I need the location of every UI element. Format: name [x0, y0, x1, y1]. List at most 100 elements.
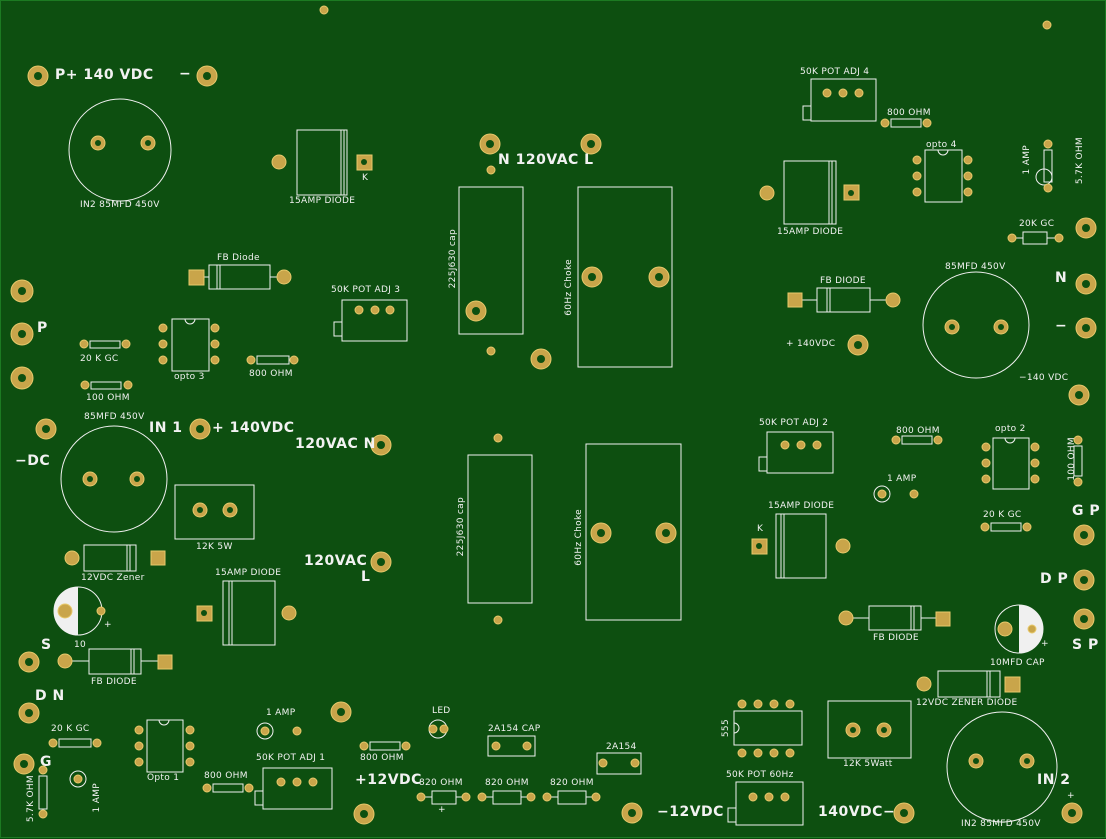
- label-in1: IN 1: [149, 420, 183, 436]
- label-120vac-l-a: 120VAC: [304, 553, 368, 569]
- label-pot-adj3: 50K POT ADJ 3: [331, 285, 401, 295]
- label-800ohm-r: 800 OHM: [887, 108, 931, 118]
- label-pot-adj4: 50K POT ADJ 4: [800, 67, 870, 77]
- label-820ohm-1: 820 OHM: [419, 778, 463, 788]
- choke-top-outline: [577, 186, 673, 368]
- label-pot-adj1: 50K POT ADJ 1: [256, 753, 326, 763]
- label-800ohm-b2: 800 OHM: [360, 753, 404, 763]
- label-15a-diode-1: 15AMP DIODE: [289, 196, 356, 206]
- cap-2a154-outline: [487, 735, 536, 757]
- label-led: LED: [432, 706, 451, 716]
- label-dp: D P: [1040, 571, 1069, 587]
- label-n120-top: N 120VAC L: [498, 152, 594, 168]
- label-85mfd-l: 85MFD 450V: [84, 412, 145, 422]
- opto2-outline: [992, 437, 1030, 490]
- label-10: 10: [74, 640, 87, 650]
- label-plus-c10r: +: [1041, 639, 1049, 649]
- label-cap225-bottom: 225J630 cap: [456, 497, 466, 557]
- fb-diode-tr-outline: [816, 287, 871, 313]
- label-800ohm-r2: 800 OHM: [896, 426, 940, 436]
- label-opto1: Opto 1: [147, 773, 180, 783]
- label-n-r: N: [1055, 270, 1068, 286]
- label-in2-top: IN2 85MFD 450V: [80, 200, 160, 210]
- label-opto2: opto 2: [995, 424, 1026, 434]
- label-cap225-top: 225J630 cap: [448, 229, 458, 289]
- label-140v-minus: 140VDC−: [818, 804, 896, 820]
- label-gp: G P: [1072, 503, 1101, 519]
- label-minus-top: −: [179, 66, 192, 82]
- cap-225j630-bottom-outline: [467, 454, 533, 604]
- fb-diode-br-outline: [868, 605, 922, 631]
- cap-85mfd-right-outline: [922, 271, 1030, 379]
- fb-diode-tl-outline: [208, 264, 271, 290]
- label-820ohm-2: 820 OHM: [485, 778, 529, 788]
- label-20kgc-r2: 20 K GC: [983, 510, 1022, 520]
- pot-adj2-outline: [766, 431, 834, 474]
- label-fb-diode-bl: FB DIODE: [91, 677, 137, 687]
- pad-group-large: [10, 65, 1097, 825]
- fb-diode-bl-outline: [88, 648, 142, 675]
- label-k-3: K: [757, 524, 764, 534]
- label-zener-l: 12VDC Zener: [81, 573, 145, 583]
- label-sp: S P: [1072, 637, 1099, 653]
- label-1amp-m: 1 AMP: [887, 474, 917, 484]
- cap-85mfd-left-outline: [60, 425, 168, 533]
- label-in2-b: IN 2: [1037, 772, 1071, 788]
- label-20kgc-l: 20 K GC: [80, 354, 119, 364]
- pot-adj1-outline: [262, 767, 333, 810]
- label-choke-bottom: 60Hz Choke: [574, 509, 584, 566]
- label-opto3: opto 3: [174, 372, 205, 382]
- label-555: 555: [721, 719, 731, 738]
- label-12v-minus: −12VDC: [657, 804, 724, 820]
- zener-left-outline: [83, 544, 137, 572]
- label-1amp-r: 1 AMP: [1022, 145, 1032, 175]
- label-m140-r: −140 VDC: [1019, 373, 1069, 383]
- label-57k-r: 5.7K OHM: [1075, 137, 1085, 185]
- res-12k-5watt-outline: [827, 700, 912, 759]
- label-p-l: P: [37, 320, 48, 336]
- choke-bottom-outline: [585, 443, 682, 621]
- label-15a-diode-2: 15AMP DIODE: [215, 568, 282, 578]
- label-120vac-n: 120VAC N: [295, 436, 376, 452]
- label-minus-dc: −DC: [15, 453, 51, 469]
- label-p140-top: P+ 140 VDC: [55, 67, 154, 83]
- label-p140-l: + 140VDC: [212, 420, 295, 436]
- label-2a154: 2A154: [606, 742, 637, 752]
- label-minus-r: −: [1055, 318, 1068, 334]
- label-choke-top: 60Hz Choke: [564, 259, 574, 316]
- label-20kgc-bl: 20 K GC: [51, 724, 90, 734]
- label-fb-diode-br: FB DIODE: [873, 633, 919, 643]
- opto1-outline: [146, 719, 184, 773]
- label-12k-5w: 12K 5W: [196, 542, 233, 552]
- pot-60hz-outline: [735, 781, 804, 826]
- label-s-l: S: [41, 637, 52, 653]
- label-plus-c10: +: [104, 620, 112, 630]
- label-opto4: opto 4: [926, 140, 957, 150]
- label-fb-diode-tl: FB Diode: [217, 253, 260, 263]
- opto4-outline: [924, 149, 963, 203]
- label-820ohm-3: 820 OHM: [550, 778, 594, 788]
- pot-adj3-outline: [341, 299, 408, 342]
- label-800ohm-l: 800 OHM: [249, 369, 293, 379]
- diode-15a-2-outline: [222, 580, 276, 646]
- label-d-n: D N: [35, 688, 65, 704]
- label-plus-in2: +: [1067, 791, 1075, 801]
- label-100ohm-r: 100 OHM: [1067, 437, 1077, 481]
- label-57k-bl: 5.7K OHM: [26, 775, 36, 823]
- label-800ohm-b: 800 OHM: [204, 771, 248, 781]
- label-p140-r: + 140VDC: [786, 339, 836, 349]
- label-100ohm-l: 100 OHM: [86, 393, 130, 403]
- opto3-outline: [171, 318, 210, 372]
- pot-adj4-outline: [810, 78, 877, 122]
- label-fb-diode-tr: FB DIODE: [820, 276, 866, 286]
- label-120vac-l-b: L: [361, 569, 371, 585]
- label-pot-60hz: 50K POT 60Hz: [726, 770, 794, 780]
- label-12v-plus: +12VDC: [355, 772, 422, 788]
- ic-555-outline: [733, 710, 803, 746]
- label-15a-diode-4: 15AMP DIODE: [777, 227, 844, 237]
- label-1amp-b: 1 AMP: [266, 708, 296, 718]
- label-20kgc-r: 20K GC: [1019, 219, 1055, 229]
- res-2a154-outline: [596, 752, 642, 775]
- diode-15a-1-outline: [296, 129, 348, 196]
